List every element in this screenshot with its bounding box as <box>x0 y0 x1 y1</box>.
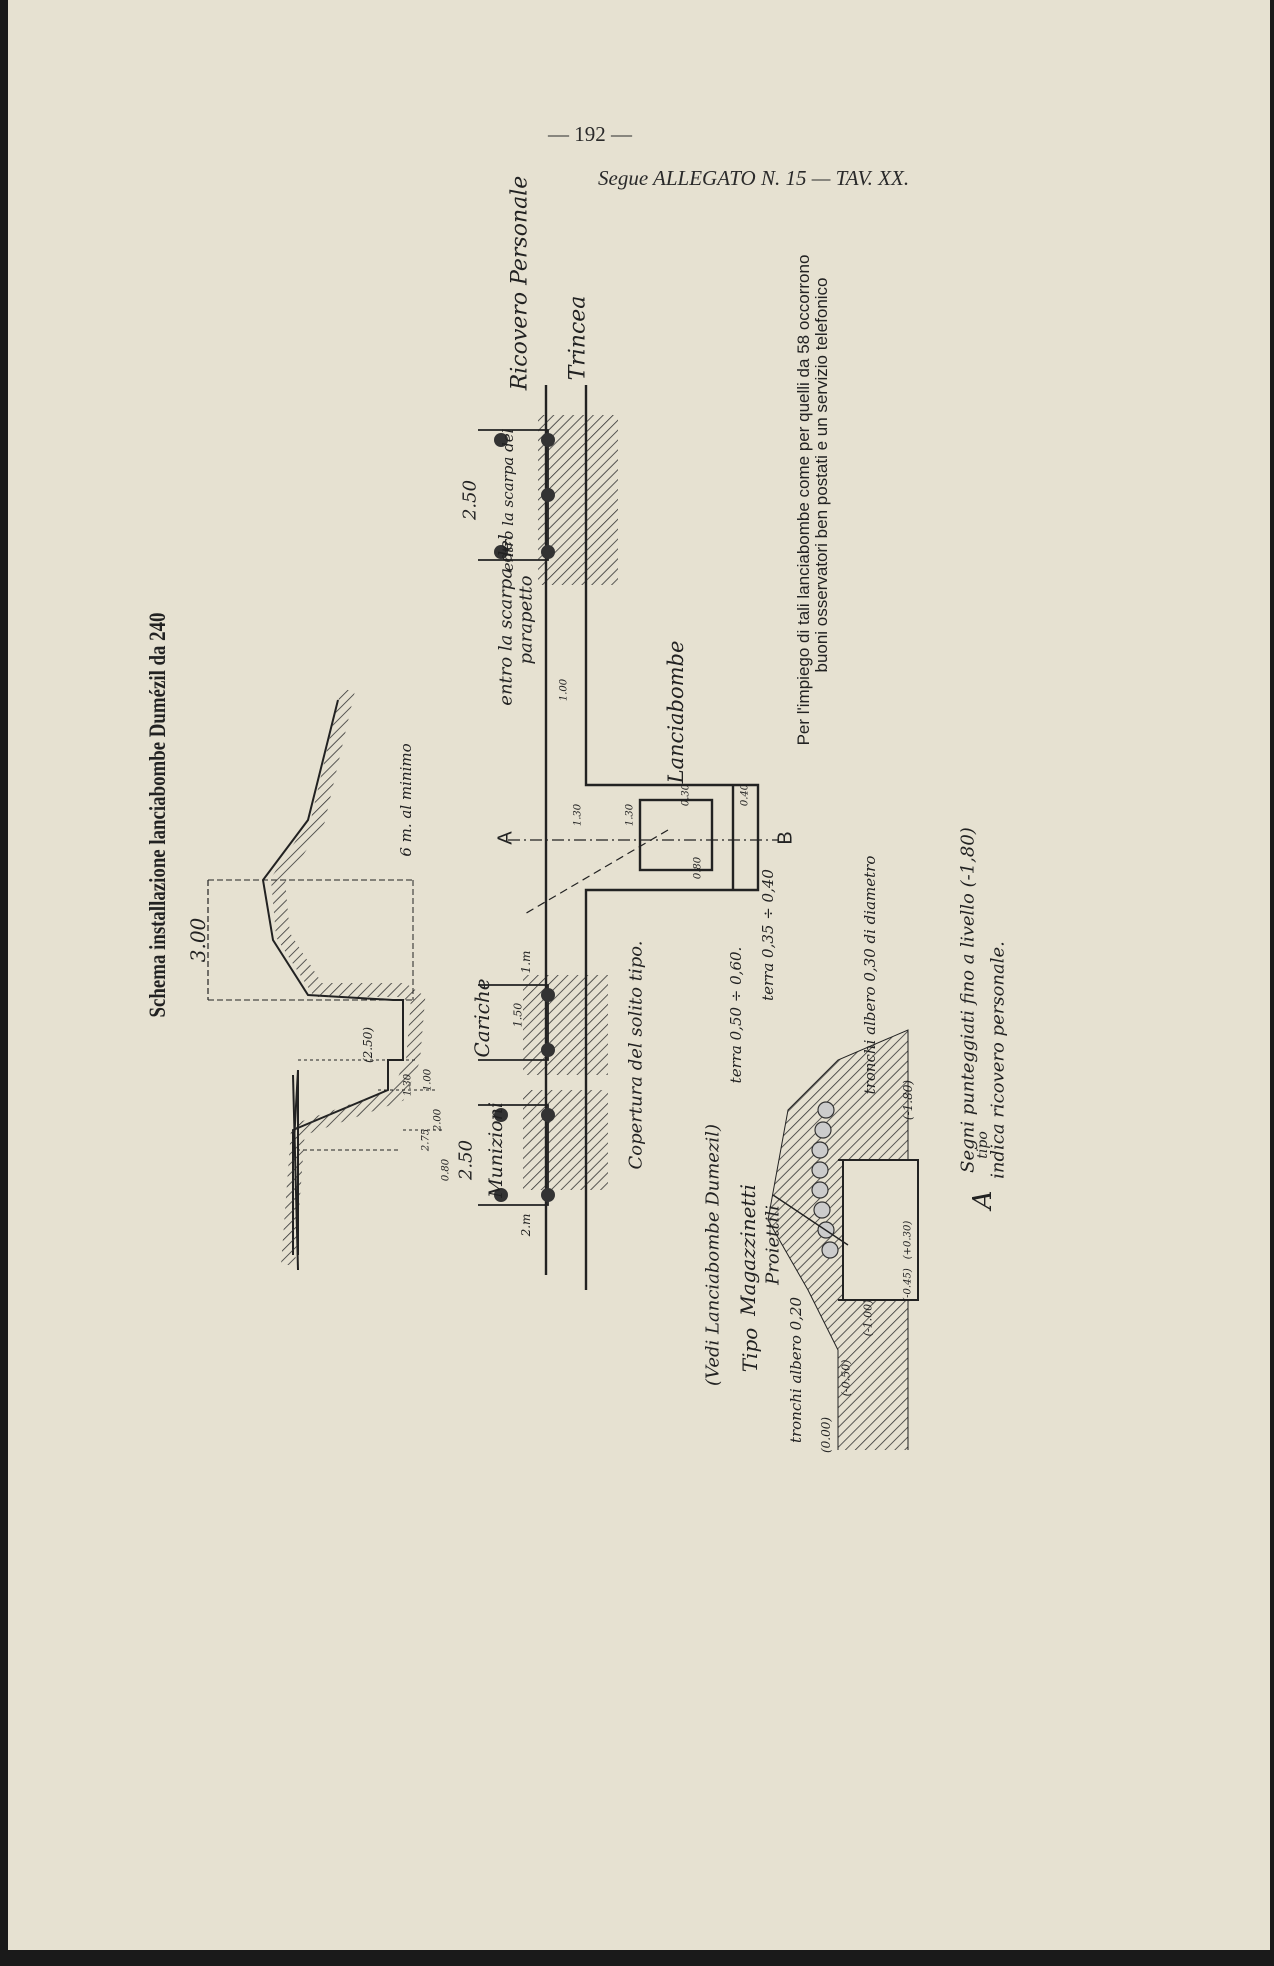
label-terra-1: terra 0,50 ÷ 0,60. <box>727 946 745 1084</box>
label-parapetto: parapetto <box>515 575 537 665</box>
dim-0-80: 0.80 <box>692 856 704 880</box>
dim-cariche: 1.50 <box>511 1002 525 1028</box>
section-point-b: B <box>774 831 797 845</box>
dim-munizioni-depth: 2.m <box>519 1213 533 1237</box>
level-0-00: (0.00) <box>819 1416 833 1454</box>
dim-0-40: 0.40 <box>739 783 751 807</box>
label-proiettili: Proiettili <box>762 1205 784 1285</box>
profile-dim-3-00: 3.00 <box>186 917 210 963</box>
label-vedi: (Vedi Lanciabombe Dumezil) <box>702 1124 724 1386</box>
label-cariche: Cariche <box>470 978 494 1058</box>
legend-line-1: Segni punteggiati fino a livello (-1,80) <box>957 827 979 1173</box>
label-ricovero-width: 2.50 <box>459 479 481 521</box>
page-number: — 192 — <box>548 122 632 146</box>
label-tipo: Tipo <box>738 1327 762 1373</box>
dim-0-30: 0.30 <box>680 783 692 807</box>
profile-dim-1-30: 1.30 <box>402 1073 414 1097</box>
trench-plan <box>478 385 778 1290</box>
label-magazzinetti: Magazzinetti <box>736 1184 760 1316</box>
label-terra-2: terra 0,35 ÷ 0,40 <box>759 869 777 1001</box>
level-1-00: (-1.00) <box>861 1299 875 1337</box>
dim-cariche-depth: 1.m <box>519 950 533 974</box>
label-munizioni: Munizioni <box>485 1102 507 1198</box>
label-tronchi-1: tronchi albero 0,30 di diametro <box>861 855 879 1095</box>
level-1-80: (-1.80) <box>901 1079 915 1121</box>
profile-dim-2-00: 2.00 <box>432 1108 444 1132</box>
diagram-title: Schema installazione lanciabombe Dumézil… <box>145 612 170 1018</box>
legend-line-3: indica ricovero personale. <box>987 941 1009 1179</box>
legend-letter-a: A <box>968 1190 998 1210</box>
profile-section <box>207 688 443 1271</box>
label-lanciabombe: Lanciabombe <box>664 640 688 784</box>
profile-dim-6m: 6 m. al minimo <box>397 743 415 857</box>
level-0-50: (-0.50) <box>839 1359 853 1397</box>
label-ricovero-inner: entro la scarpa del <box>499 428 517 572</box>
label-trincea: Trincea <box>565 295 591 381</box>
label-ricovero: Ricovero Personale <box>507 175 533 391</box>
label-copertura: Copertura del solito tipo. <box>625 940 647 1170</box>
section-point-a: A <box>494 831 517 845</box>
profile-dim-1-00: 1.00 <box>422 1068 434 1092</box>
note-line-2: buoni osservatori ben postati e un servi… <box>812 277 831 673</box>
profile-dim-2-50: (2.50) <box>361 1026 375 1064</box>
level-0-30: (+0.30) <box>902 1220 914 1260</box>
document-page: — 192 — Segue ALLEGATO N. 15 — TAV. XX. <box>8 0 1270 1950</box>
dim-munizioni-width: 2.50 <box>455 1139 477 1181</box>
dim-1-30-b: 1.30 <box>624 803 636 827</box>
label-trench-width: 1.00 <box>558 678 570 702</box>
diagram-drawing <box>207 385 919 1450</box>
note-line-1: Per l'impiego di tali lanciabombe come p… <box>794 254 813 746</box>
plate-reference: Segue ALLEGATO N. 15 — TAV. XX. <box>598 166 910 190</box>
label-tronchi-2: tronchi albero 0,20 <box>787 1296 805 1444</box>
dim-1-30-a: 1.30 <box>572 803 584 827</box>
profile-dim-0-80: 0.80 <box>440 1158 452 1182</box>
profile-dim-2-75: 2.75 <box>420 1128 432 1152</box>
magazine-section <box>767 1029 919 1450</box>
level-0-45: (-0.45) <box>902 1268 914 1302</box>
